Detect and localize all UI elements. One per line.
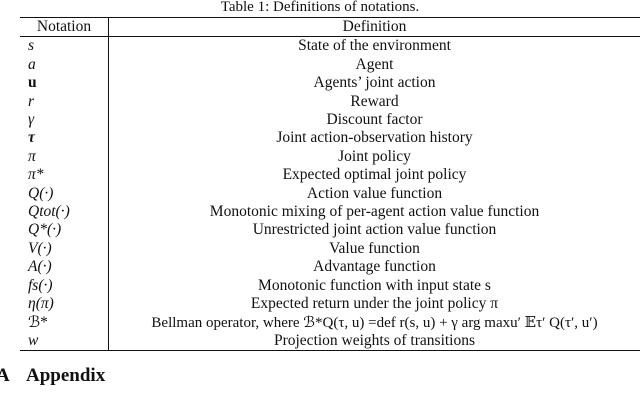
table-caption: Table 1: Definitions of notations. (220, 0, 420, 15)
table-row: Q*(·) Unrestricted joint action value fu… (20, 221, 640, 240)
notation-cell: fs(·) (20, 276, 109, 296)
table-row: τ Joint action-observation history (20, 129, 640, 148)
section-number: A (0, 365, 10, 386)
definition-cell: Bellman operator, where ℬ*Q(τ, u) =def r… (151, 314, 598, 331)
definition-cell: Reward (350, 92, 399, 110)
table-row: A(·) Advantage function (20, 258, 640, 277)
table-row: π* Expected optimal joint policy (20, 166, 640, 185)
notation-cell: r (20, 92, 109, 112)
definition-cell: Joint action-observation history (276, 129, 473, 147)
definition-cell: Advantage function (313, 258, 436, 276)
notation-cell: s (20, 36, 109, 56)
notation-cell: γ (20, 111, 109, 130)
notation-table: Notation Definition s State of the envir… (20, 16, 640, 352)
notation-cell: Qtot(·) (20, 203, 109, 222)
table-row: ℬ* Bellman operator, where ℬ*Q(τ, u) =de… (20, 313, 640, 332)
definition-cell: Joint policy (338, 147, 411, 165)
header-definition: Definition (108, 16, 640, 38)
definition-cell: Action value function (306, 184, 443, 202)
table-header-row: Notation Definition (20, 16, 640, 38)
notation-cell: τ (20, 129, 109, 148)
definition-cell: Expected optimal joint policy (282, 166, 467, 184)
table-row: u Agents’ joint action (20, 74, 640, 93)
table-row: V(·) Value function (20, 239, 640, 259)
table-row: Qtot(·) Monotonic mixing of per-agent ac… (20, 203, 640, 222)
section-heading: A Appendix (0, 364, 105, 388)
notation-cell: w (20, 331, 109, 352)
definition-cell: Projection weights of transitions (108, 331, 640, 352)
table-row: w Projection weights of transitions (20, 331, 640, 352)
definition-cell: Monotonic mixing of per-agent action val… (209, 203, 540, 221)
definition-cell: State of the environment (298, 37, 451, 55)
notation-cell: η(π) (20, 295, 109, 314)
table-row: π Joint policy (20, 147, 640, 167)
table-row: γ Discount factor (20, 111, 640, 130)
table-row: η(π) Expected return under the joint pol… (20, 295, 640, 314)
notation-cell: V(·) (20, 239, 109, 259)
notation-cell: Q(·) (20, 184, 109, 204)
table-row: s State of the environment (20, 36, 640, 56)
table-row: a Agent (20, 55, 640, 75)
notation-cell: π* (20, 166, 109, 185)
table-row: fs(·) Monotonic function with input stat… (20, 276, 640, 296)
definition-cell: Monotonic function with input state s (258, 276, 491, 294)
notation-cell: Q*(·) (20, 221, 109, 240)
definition-cell: Unrestricted joint action value function (252, 221, 497, 239)
definition-cell: Agents’ joint action (313, 74, 436, 92)
notation-cell: ℬ* (20, 313, 109, 332)
table-row: Q(·) Action value function (20, 184, 640, 204)
definition-cell: Value function (329, 239, 420, 257)
definition-cell: Expected return under the joint policy π (250, 295, 499, 313)
section-title: Appendix (26, 365, 106, 386)
definition-cell: Discount factor (326, 111, 423, 129)
notation-cell: u (20, 74, 109, 93)
header-notation: Notation (20, 16, 109, 38)
notation-cell: A(·) (20, 258, 109, 277)
definition-cell: Agent (355, 55, 394, 73)
notation-cell: π (20, 147, 109, 167)
table-row: r Reward (20, 92, 640, 112)
notation-cell: a (20, 55, 109, 75)
